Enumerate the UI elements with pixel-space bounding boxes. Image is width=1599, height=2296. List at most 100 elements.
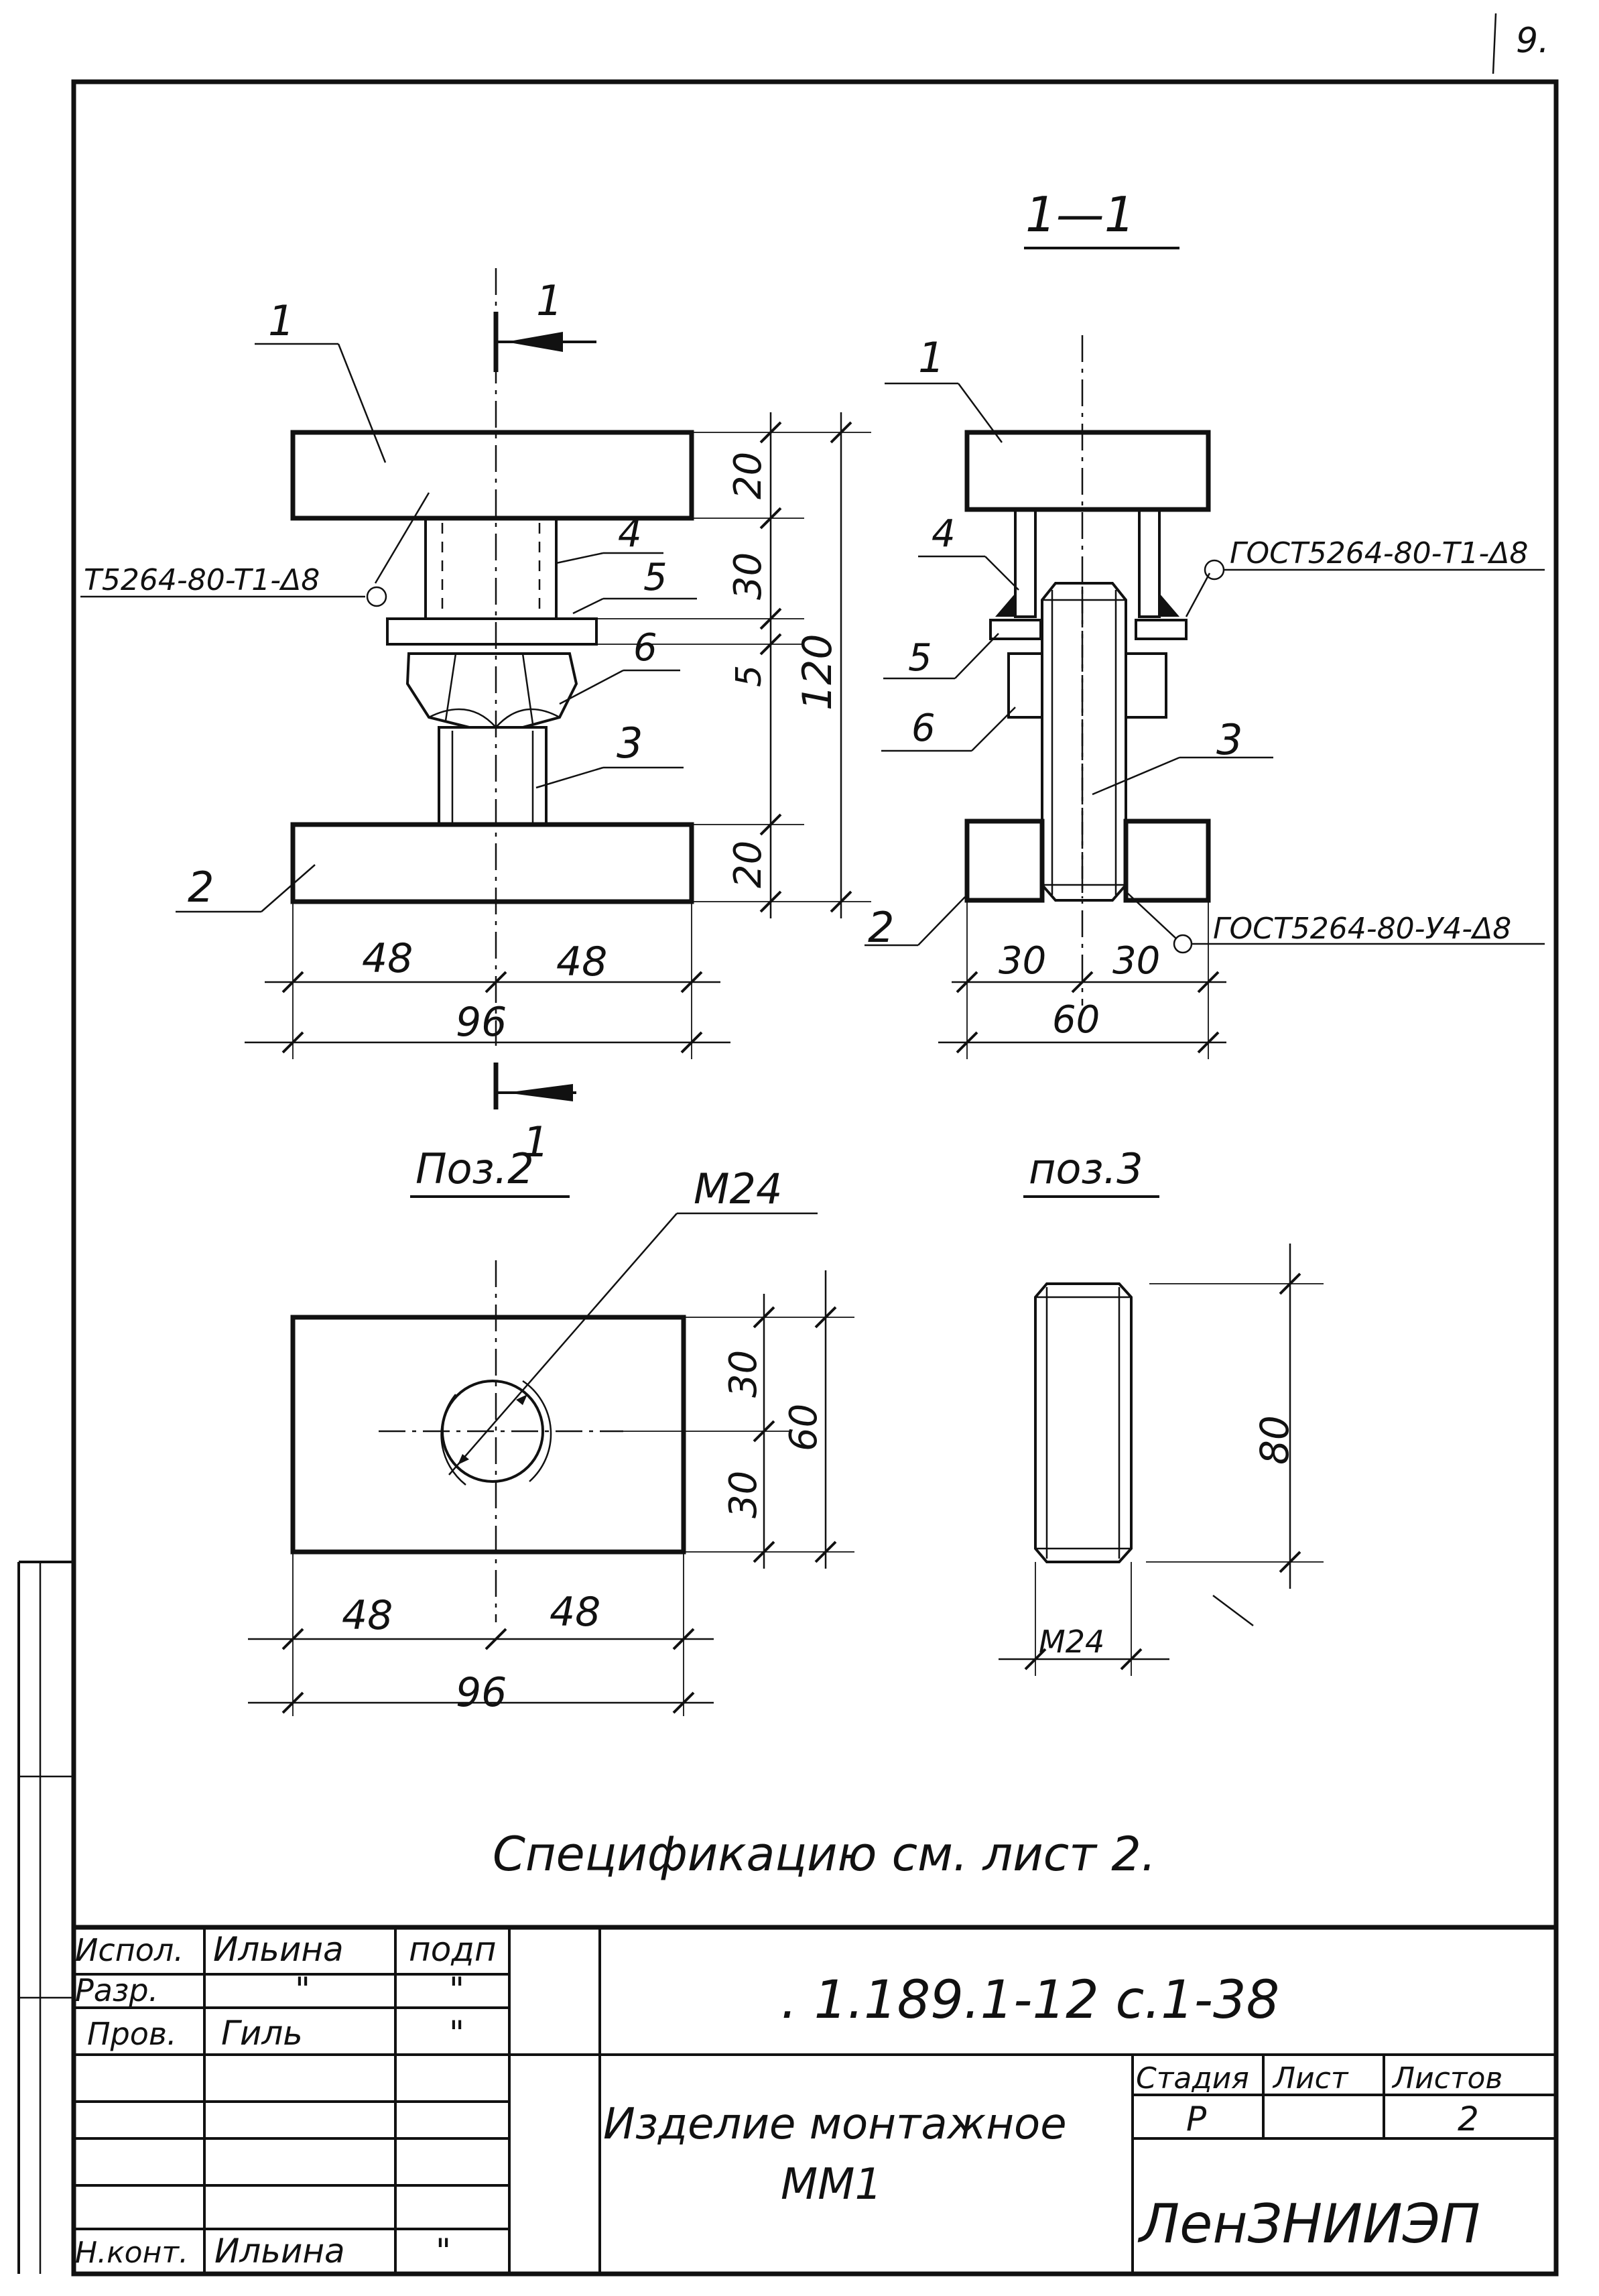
svg-text:": ": [449, 1970, 464, 2009]
pos2-hole: [441, 1380, 544, 1483]
section-weld-note-bottom: ГОСТ5264-80-У4-Δ8: [1213, 912, 1511, 946]
svg-text:30: 30: [722, 1471, 765, 1518]
cut-marker-bottom: 1: [493, 1063, 576, 1166]
specification-note: Спецификацию см. лист 2.: [493, 1827, 1156, 1882]
front-weld-note: T5264-80-T1-Δ8: [84, 563, 320, 597]
svg-text:6: 6: [911, 707, 936, 750]
svg-text:1: 1: [536, 276, 562, 325]
section-bottom-plate-right: [1123, 819, 1211, 903]
svg-text:96: 96: [456, 999, 507, 1046]
section-view: 1 4 5 6 3 2 ГОСТ5264-80-Т1-Δ8: [865, 333, 1545, 1059]
svg-text:48: 48: [550, 1589, 600, 1636]
section-sleeve-right: [1138, 508, 1161, 618]
pos2-dims-horizontal: 48 48 96: [248, 1552, 714, 1716]
section-weld-note-top: ГОСТ5264-80-Т1-Δ8: [1230, 536, 1528, 570]
pos3-bolt: [1034, 1282, 1133, 1563]
product-mark: ММ1: [781, 2160, 882, 2210]
pos3-title: поз.3: [1029, 1144, 1143, 1193]
pos2-plate: [290, 1315, 686, 1555]
svg-text:Разр.: Разр.: [75, 1972, 158, 2008]
pos2-view: Поз.2 М24 30 30 60: [248, 1144, 854, 1716]
svg-text:1: 1: [523, 1117, 549, 1166]
svg-text:60: 60: [1052, 998, 1100, 1042]
pos2-dims-vertical: 30 30 60: [623, 1270, 854, 1569]
svg-text:60: 60: [782, 1404, 826, 1451]
svg-text:30: 30: [722, 1350, 765, 1398]
svg-text:5: 5: [908, 636, 932, 680]
pos2-title: Поз.2: [415, 1144, 534, 1193]
svg-text:Ильина: Ильина: [214, 2232, 345, 2271]
section-bottom-plate-left: [964, 819, 1045, 903]
section-washer-right: [1135, 619, 1188, 640]
svg-text:2: 2: [188, 863, 214, 912]
drawing-frame: [71, 79, 1559, 2277]
svg-text:48: 48: [342, 1592, 393, 1639]
pos3-view: поз.3 80 М24: [999, 1144, 1324, 1676]
svg-text:30: 30: [726, 552, 770, 600]
svg-text:": ": [295, 1970, 310, 2009]
title-block: Испол. Ильина подп Разр. " " Пров. Гиль …: [74, 1925, 1556, 2274]
front-top-plate: [290, 430, 694, 521]
front-washer: [386, 617, 598, 646]
svg-text:5: 5: [729, 665, 769, 687]
front-bolt: [438, 726, 548, 826]
cut-marker-top: 1: [493, 276, 596, 372]
front-bottom-plate: [290, 822, 694, 904]
svg-text:Р: Р: [1186, 2100, 1207, 2138]
svg-text:3: 3: [1216, 715, 1242, 764]
organization: ЛенЗНИИЭП: [1137, 2193, 1480, 2255]
svg-text:80: 80: [1252, 1415, 1297, 1465]
svg-text:": ": [436, 2232, 451, 2271]
section-title: 1—1: [1025, 186, 1135, 243]
svg-text:Испол.: Испол.: [75, 1932, 184, 1968]
corner-mark: 9.: [1516, 21, 1549, 61]
section-bolt: [1041, 582, 1127, 902]
svg-text:6: 6: [633, 626, 657, 670]
section-nut-right: [1125, 652, 1167, 719]
section-dims: 30 30 60: [938, 900, 1226, 1059]
svg-text:Гиль: Гиль: [221, 2014, 303, 2053]
front-callouts: 1 4 5 6 3 2 T5264-80-T1-Δ8: [80, 296, 697, 913]
pos3-dims: 80 М24: [999, 1244, 1324, 1676]
binding-strip: [17, 1561, 74, 2274]
svg-text:Н.конт.: Н.конт.: [75, 2236, 188, 2270]
front-view: 1 1 1 4: [80, 268, 871, 1166]
svg-text:Ильина: Ильина: [213, 1930, 344, 1969]
svg-text:Пров.: Пров.: [87, 2016, 177, 2052]
section-callouts: 1 4 5 6 3 2 ГОСТ5264-80-Т1-Δ8: [865, 333, 1545, 954]
svg-text:подп: подп: [409, 1930, 497, 1969]
svg-text:2: 2: [1458, 2100, 1479, 2138]
svg-text:4: 4: [932, 512, 956, 556]
svg-text:96: 96: [456, 1669, 507, 1716]
svg-text:3: 3: [617, 719, 643, 768]
svg-text:48: 48: [556, 939, 607, 985]
svg-text:20: 20: [726, 841, 770, 888]
svg-text:2: 2: [868, 903, 894, 952]
pos2-thread-label: М24: [694, 1164, 782, 1213]
section-title-group: 1—1: [1024, 186, 1179, 249]
svg-text:Листов: Листов: [1391, 2061, 1502, 2096]
svg-text:1: 1: [268, 296, 294, 345]
svg-text:48: 48: [362, 935, 413, 982]
doc-code: . 1.189.1-12 с.1-38: [781, 1970, 1279, 2031]
svg-text:20: 20: [726, 452, 770, 499]
svg-text:Стадия: Стадия: [1136, 2061, 1249, 2096]
svg-text:120: 120: [794, 633, 841, 711]
svg-text:М24: М24: [1039, 1624, 1104, 1660]
svg-text:Лист: Лист: [1272, 2061, 1349, 2096]
section-washer-left: [989, 619, 1042, 640]
section-top-plate: [964, 430, 1211, 512]
product-name: Изделие монтажное: [603, 2100, 1067, 2149]
front-dims-vertical: 20 30 5 120 20: [596, 412, 871, 918]
section-sleeve-left: [1014, 508, 1037, 618]
svg-text:": ": [449, 2014, 464, 2053]
front-dims-horizontal: 48 48 96: [245, 902, 730, 1059]
svg-text:5: 5: [643, 556, 667, 599]
front-sleeve: [424, 517, 558, 620]
svg-text:30: 30: [1112, 939, 1160, 983]
svg-text:1: 1: [918, 333, 944, 382]
svg-text:30: 30: [999, 939, 1046, 983]
svg-text:4: 4: [618, 512, 642, 556]
corner-tick: [1492, 13, 1497, 74]
